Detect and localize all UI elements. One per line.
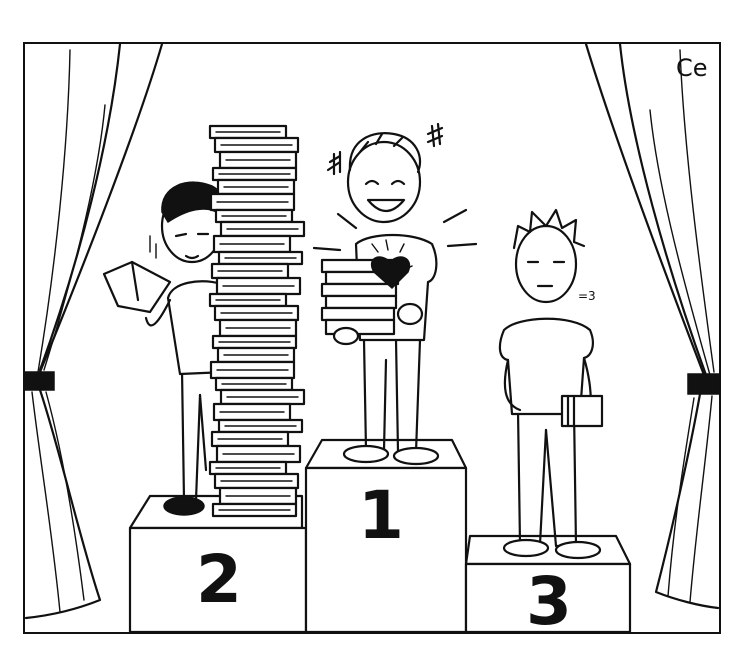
curtain-tie-right bbox=[687, 373, 721, 395]
character-first-place bbox=[312, 122, 478, 466]
podium bbox=[128, 438, 632, 634]
podium-number-third: 3 bbox=[526, 563, 572, 640]
stage-curtain-right bbox=[584, 42, 721, 610]
podium-number-first: 1 bbox=[358, 477, 404, 554]
heart-icon bbox=[370, 256, 411, 290]
book-stack-tall bbox=[208, 124, 306, 518]
curtain-tie-left bbox=[23, 371, 55, 391]
stage-curtain-left bbox=[23, 42, 164, 620]
sigh-marks: =3 bbox=[578, 289, 596, 303]
character-third-place bbox=[498, 208, 604, 560]
podium-number-second: 2 bbox=[196, 541, 242, 618]
character-second-place bbox=[102, 181, 228, 516]
